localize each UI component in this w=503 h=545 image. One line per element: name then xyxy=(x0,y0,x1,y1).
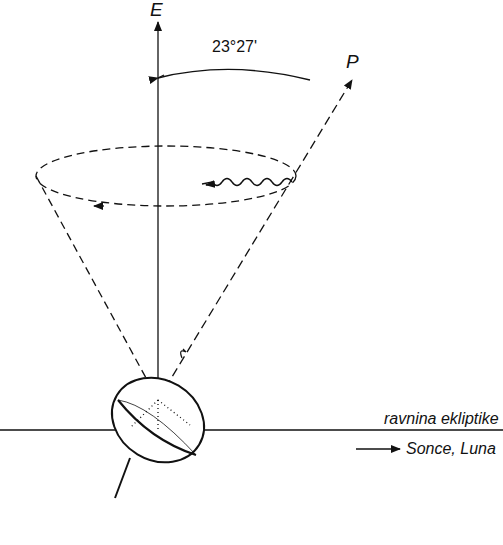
nutation-wave xyxy=(202,179,292,186)
plane-label: ravnina ekliptike xyxy=(384,410,499,428)
earth xyxy=(96,349,219,498)
axis-label: P xyxy=(346,52,359,73)
cone-edge xyxy=(36,176,158,400)
direction-arrow xyxy=(356,448,400,449)
ecliptic-normal-axis xyxy=(157,22,158,400)
circle-arrow xyxy=(94,205,104,206)
rotation-axis xyxy=(158,80,352,400)
axis-label: E xyxy=(150,0,163,21)
precession-circle xyxy=(36,146,296,206)
angle-label: 23°27' xyxy=(212,38,257,56)
angle-arc xyxy=(158,69,310,80)
ecliptic-line xyxy=(0,429,503,430)
body-label: Sonce, Luna xyxy=(406,440,496,458)
